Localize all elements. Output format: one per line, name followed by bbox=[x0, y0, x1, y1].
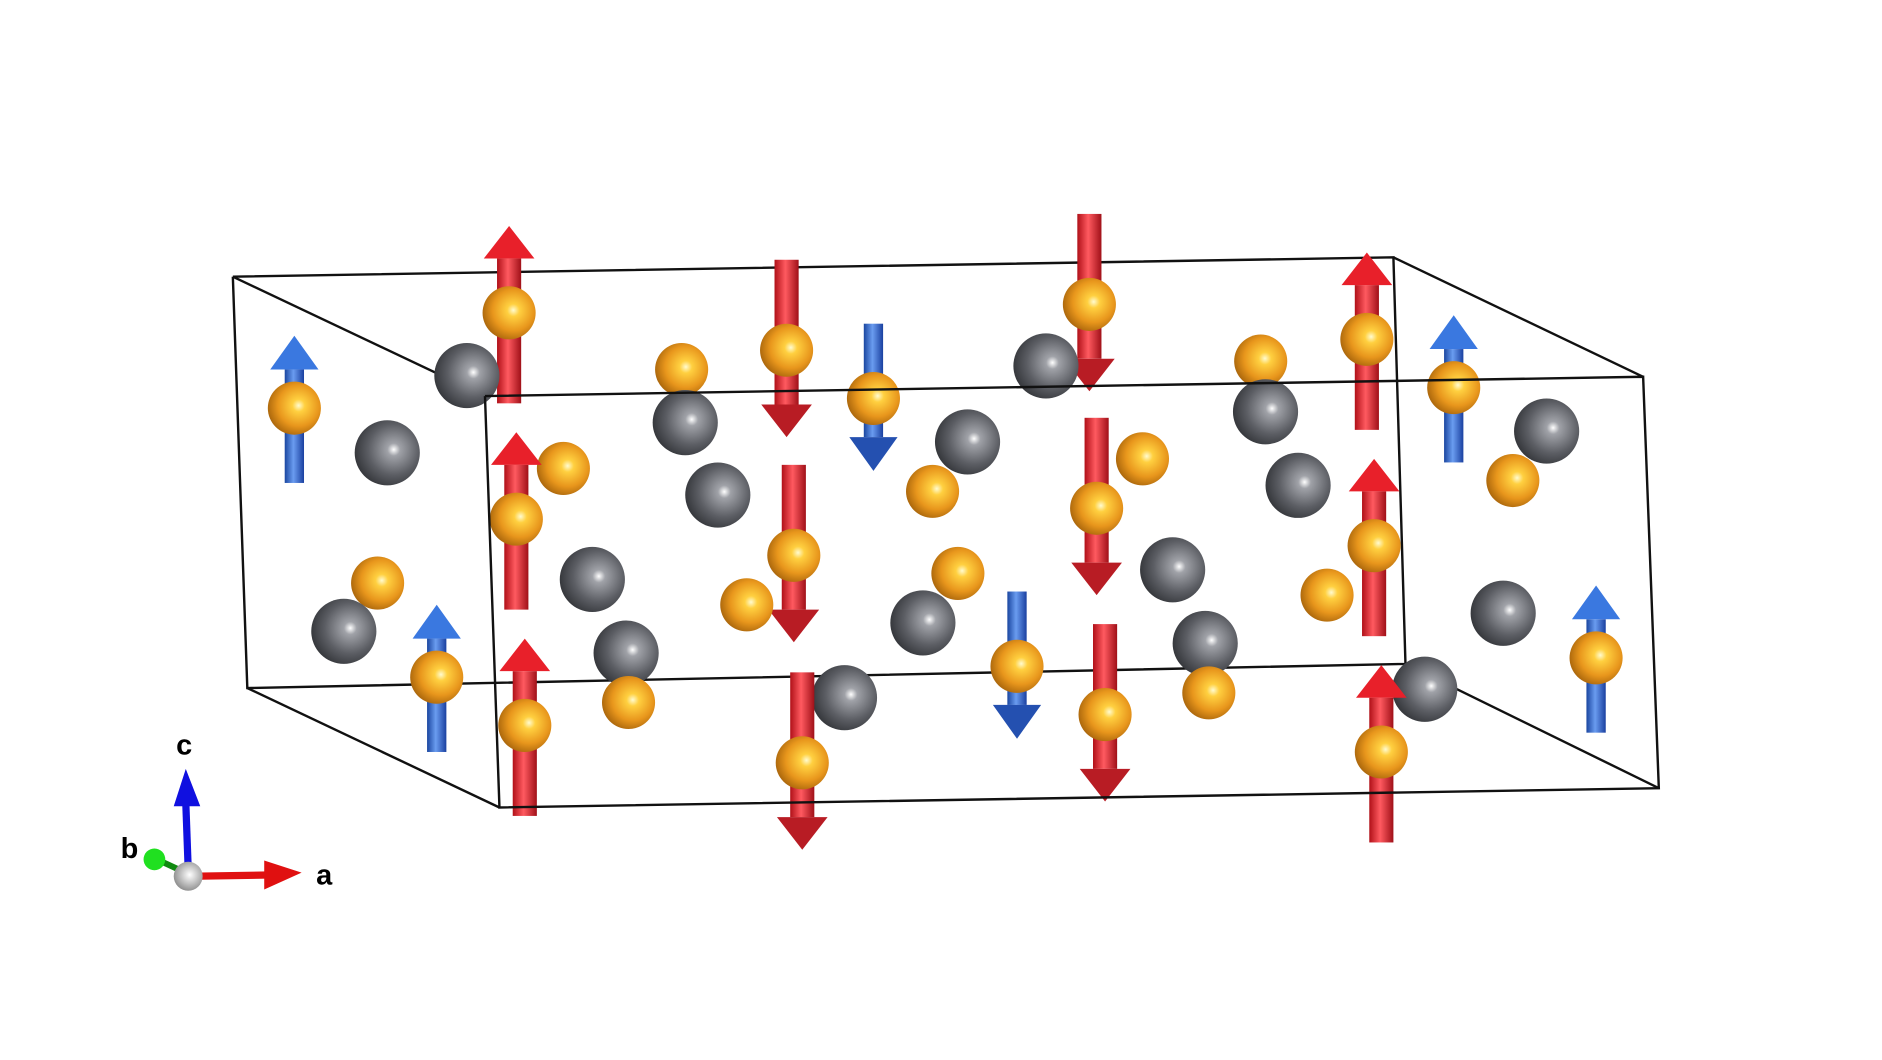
magnetic-atom bbox=[1115, 432, 1170, 486]
arrow-up-icon bbox=[270, 335, 319, 370]
arrow-down-icon bbox=[761, 404, 812, 438]
arrow-up-icon bbox=[1341, 252, 1393, 286]
b-axis-head bbox=[143, 848, 166, 871]
arrow-up-icon bbox=[483, 225, 535, 259]
nonmagnetic-atom bbox=[1232, 379, 1299, 445]
magnetic-atom bbox=[1182, 666, 1236, 720]
magnetic-atom bbox=[775, 736, 829, 790]
magnetic-atom bbox=[655, 343, 709, 397]
magnetic-atom bbox=[1569, 631, 1623, 685]
magnetic-atom bbox=[1427, 361, 1481, 415]
nonmagnetic-atom bbox=[890, 590, 956, 656]
magnetic-atom bbox=[846, 371, 900, 426]
nonmagnetic-atom bbox=[1013, 333, 1079, 399]
nonmagnetic-atom bbox=[685, 462, 751, 528]
arrow-up-icon bbox=[491, 432, 542, 465]
magnetic-atom bbox=[990, 639, 1044, 693]
magnetic-atom bbox=[536, 441, 590, 496]
magnetic-atom bbox=[1340, 312, 1394, 366]
nonmagnetic-atom bbox=[354, 420, 420, 486]
nonmagnetic-atom bbox=[652, 390, 718, 456]
magnetic-atom bbox=[267, 381, 321, 435]
magnetic-atom bbox=[1347, 519, 1401, 573]
arrow-down-icon bbox=[1071, 562, 1122, 596]
magnetic-atom bbox=[489, 492, 543, 546]
arrow-up-icon bbox=[412, 604, 461, 639]
magnetic-atom bbox=[351, 556, 405, 610]
nonmagnetic-atom bbox=[434, 343, 500, 409]
arrow-up-icon bbox=[1348, 458, 1400, 492]
c-axis-head bbox=[173, 768, 201, 807]
magnetic-atom bbox=[906, 464, 960, 518]
magnetic-atom bbox=[720, 578, 774, 632]
a-axis-head bbox=[264, 860, 302, 890]
magnetic-atom bbox=[1234, 334, 1288, 388]
nonmagnetic-atom bbox=[1392, 656, 1458, 722]
magnetic-atom bbox=[931, 546, 985, 600]
arrow-down-icon bbox=[992, 704, 1042, 739]
magnetic-atom bbox=[1070, 481, 1124, 535]
magnetic-atom bbox=[498, 698, 552, 752]
nonmagnetic-atom bbox=[311, 598, 377, 664]
magnetic-atom bbox=[1486, 453, 1540, 508]
arrow-down-icon bbox=[1079, 768, 1131, 802]
nonmagnetic-atom bbox=[593, 620, 659, 686]
arrow-down-icon bbox=[776, 817, 828, 850]
magnetic-atom bbox=[410, 650, 464, 704]
nonmagnetic-atom bbox=[1514, 398, 1580, 464]
nonmagnetic-atom bbox=[559, 546, 625, 613]
arrow-up-icon bbox=[1571, 585, 1621, 620]
unit-cell-front-edges bbox=[483, 375, 1661, 809]
arrow-up-icon bbox=[1356, 665, 1407, 698]
arrow-down-icon bbox=[849, 437, 898, 471]
axis-label-a: a bbox=[316, 860, 333, 892]
nonmagnetic-atom bbox=[934, 409, 1001, 475]
nonmagnetic-atom bbox=[1172, 610, 1238, 676]
axis-origin bbox=[173, 861, 203, 891]
magnetic-atom bbox=[1078, 688, 1132, 742]
magnetic-atom bbox=[760, 323, 814, 377]
nonmagnetic-atom bbox=[1470, 580, 1536, 646]
nonmagnetic-atom bbox=[1140, 537, 1206, 603]
magnetic-atom bbox=[767, 528, 821, 582]
magnetic-atom bbox=[1300, 568, 1354, 622]
magnetic-atom bbox=[482, 286, 536, 340]
magnetic-atom bbox=[601, 675, 656, 730]
arrow-up-icon bbox=[1429, 315, 1478, 350]
axis-indicator: c b a bbox=[121, 729, 333, 891]
magnetic-atom bbox=[1062, 277, 1116, 331]
a-axis-shaft bbox=[192, 871, 268, 880]
arrow-up-icon bbox=[499, 638, 551, 672]
nonmagnetic-atom bbox=[811, 665, 878, 731]
magnetic-atom bbox=[1354, 725, 1408, 779]
axis-label-b: b bbox=[121, 833, 139, 865]
nonmagnetic-atom bbox=[1265, 452, 1331, 518]
c-axis-shaft bbox=[182, 802, 192, 870]
arrow-down-icon bbox=[768, 609, 820, 643]
atoms-layer bbox=[267, 213, 1623, 850]
axis-label-c: c bbox=[176, 729, 192, 761]
